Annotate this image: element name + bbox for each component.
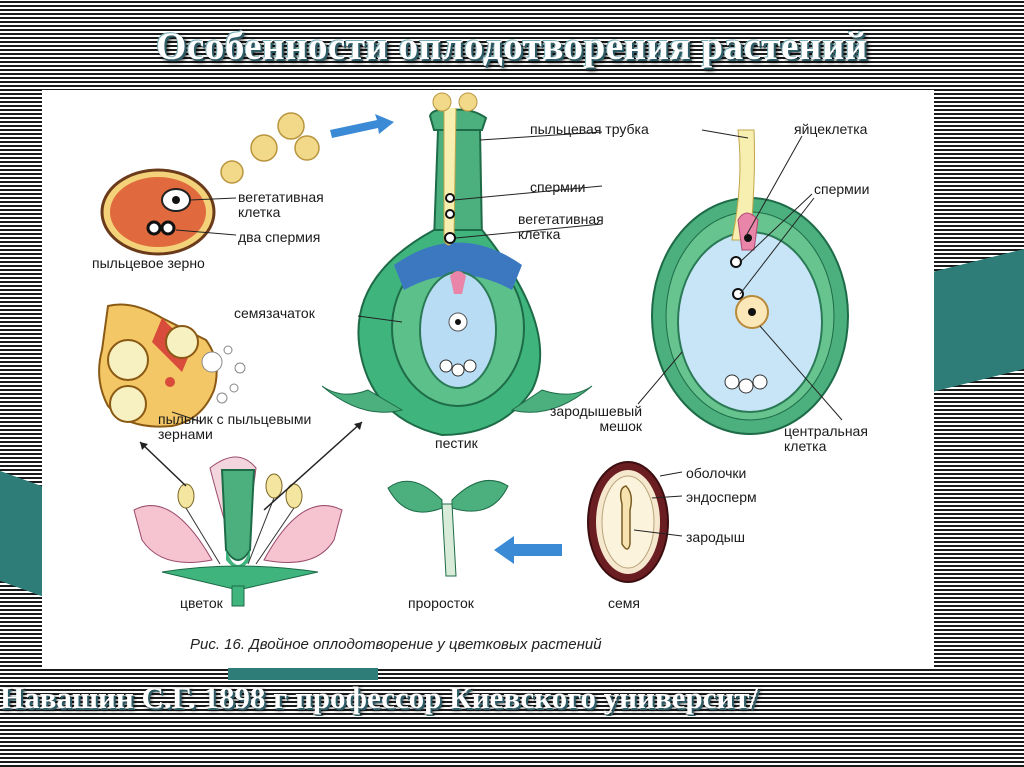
label-seed: семя [608,595,640,611]
label-endosperm: эндосперм [686,489,757,505]
figure-panel: пыльцевое зерно вегетативная клетка два … [42,90,934,668]
arrow-to-pistil [330,114,394,138]
label-pollen-grain: пыльцевое зерно [92,255,205,271]
label-pollen-tube: пыльцевая трубка [530,121,649,137]
label-pistil: пестик [435,435,478,451]
sprout-illustration [387,479,509,577]
flower-illustration [133,421,363,607]
label-sprout: проросток [408,595,474,611]
label-central-cell: центральная клетка [784,423,868,454]
double-fertilization-diagram [98,92,849,607]
anther-illustration [98,303,246,428]
arrow-to-sprout [494,536,562,564]
label-embryo: зародыш [686,529,745,545]
label-sperm-right: спермии [814,181,870,197]
label-vegetative-cell-center: вегетативная клетка [518,211,604,242]
label-vegetative-cell: вегетативная клетка [238,189,324,220]
seed-illustration [587,461,683,583]
teal-band-bottom [228,668,378,680]
slide-title: Особенности оплодотворения растений [156,25,868,68]
label-sperm-center: спермии [530,179,586,195]
label-flower: цветок [180,595,223,611]
pistil-illustration [321,92,603,437]
teal-band-right [920,249,1024,395]
label-two-sperm: два спермия [238,229,321,245]
embryo-sac-illustration [637,129,849,435]
figure-caption: Рис. 16. Двойное оплодотворение у цветко… [190,636,602,653]
label-coats: оболочки [686,465,747,481]
pollen-grain-illustration [100,168,237,256]
slide-footer: Навашин С.Г. 1898 г профессор Киевского … [0,680,759,715]
label-egg-cell: яйцеклетка [794,121,868,137]
label-embryo-sac: зародышевый мешок [550,403,643,434]
pollen-grains-floating [220,112,320,184]
label-ovule: семязачаток [234,305,315,321]
label-anther: пыльник с пыльцевыми зернами [158,411,312,442]
